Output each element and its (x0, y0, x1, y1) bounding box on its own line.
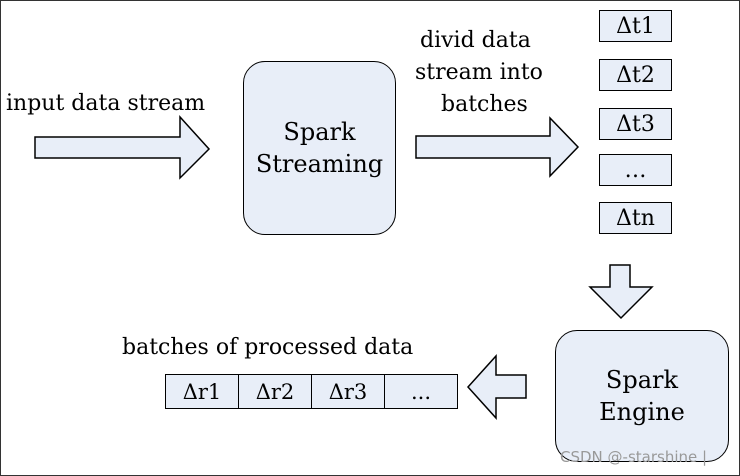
input-batch-1: Δt1 (599, 10, 672, 42)
down-arrow (588, 264, 654, 320)
output-batch-1: Δr1 (166, 375, 239, 408)
input-batch-2: Δt2 (599, 59, 672, 91)
input-label: input data stream (6, 91, 206, 116)
divide-label-line3: batches (441, 92, 528, 117)
input-batch-n: Δtn (599, 202, 672, 234)
output-batch-ellipsis: ... (410, 379, 432, 404)
spark-engine-line2: Engine (599, 398, 685, 426)
spark-streaming-line1: Spark (283, 118, 356, 146)
output-batch-3: Δr3 (312, 375, 385, 408)
divide-label-line1: divid data (420, 28, 531, 53)
spark-engine-box: Spark Engine (555, 330, 729, 462)
watermark: CSDN @-starshine | (560, 448, 708, 466)
left-arrow (466, 354, 527, 420)
divide-label-line2: stream into (415, 60, 543, 85)
input-batch-3: Δt3 (599, 108, 672, 140)
spark-engine-line1: Spark (605, 366, 679, 394)
processed-label: batches of processed data (122, 335, 414, 360)
input-batch-ellipsis: … (599, 154, 672, 186)
spark-streaming-line2: Streaming (255, 150, 384, 178)
input-arrow (34, 115, 211, 180)
output-batch-2: Δr2 (239, 375, 312, 408)
divide-arrow (415, 116, 580, 178)
spark-streaming-box: Spark Streaming (243, 61, 396, 235)
output-batches: Δr1 Δr2 Δr3 ... (165, 374, 458, 409)
